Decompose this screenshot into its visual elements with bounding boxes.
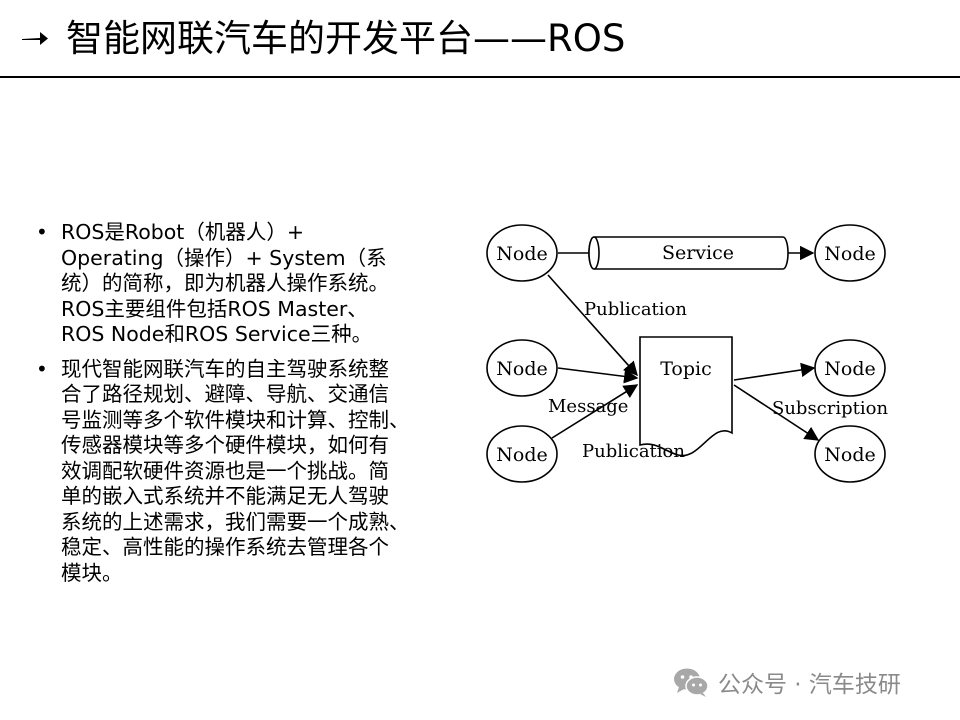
bullet-line: 号监测等多个软件模块和计算、控制、 bbox=[61, 407, 410, 432]
bullet-line: ROS Node和ROS Service三种。 bbox=[61, 322, 373, 346]
bullet-line: Operating（操作）+ System（系 bbox=[61, 245, 387, 270]
header: 智能网联汽车的开发平台——ROS bbox=[0, 0, 960, 78]
bullet-line: 现代智能网联汽车的自主驾驶系统整 bbox=[61, 356, 389, 381]
node-label: Node bbox=[824, 358, 875, 380]
bullet-line: 稳定、高性能的操作系统去管理各个 bbox=[61, 535, 389, 559]
bullet-line: ROS是Robot（机器人）+ bbox=[61, 220, 305, 244]
bullet-line: 合了路径规划、避障、导航、交通信 bbox=[61, 382, 389, 406]
message-arrow-middle bbox=[557, 367, 639, 384]
subscription-label: Subscription bbox=[772, 398, 888, 419]
publication-label-top: Publication bbox=[584, 299, 687, 320]
node-bottom-right: Node bbox=[814, 425, 886, 483]
page-title: 智能网联汽车的开发平台——ROS bbox=[66, 17, 626, 60]
publication-arrow-bottom bbox=[551, 384, 639, 439]
bullet-list: • ROS是Robot（机器人）+ Operating（操作）+ System（… bbox=[34, 220, 464, 595]
subscription-arrow-bottom bbox=[733, 384, 820, 441]
bullet-item-autonomous-system: • 现代智能网联汽车的自主驾驶系统整 合了路径规划、避障、导航、交通信 号监测等… bbox=[34, 357, 464, 587]
bullet-dot: • bbox=[36, 220, 48, 244]
node-label: Node bbox=[824, 444, 875, 466]
node-label: Node bbox=[496, 444, 547, 466]
node-label: Node bbox=[496, 243, 547, 265]
bullet-line: 系统的上述需求，我们需要一个成熟、 bbox=[61, 509, 410, 534]
header-divider bbox=[0, 76, 960, 78]
service-label: Service bbox=[662, 242, 734, 264]
node-label: Node bbox=[824, 243, 875, 265]
arrow-right-icon bbox=[22, 32, 48, 45]
publication-label-bottom: Publication bbox=[582, 441, 685, 462]
message-label: Message bbox=[548, 396, 628, 417]
watermark-text: 公众号 · 汽车技研 bbox=[718, 672, 901, 698]
topic-label: Topic bbox=[660, 358, 712, 380]
bullet-line: 模块。 bbox=[61, 560, 123, 585]
bullet-line: 效调配软硬件资源也是一个挑战。简 bbox=[61, 458, 389, 483]
bullet-line: 传感器模块等多个硬件模块，如何有 bbox=[61, 433, 389, 457]
bullet-dot: • bbox=[36, 356, 48, 381]
bullet-line: 统）的简称，即为机器人操作系统。 bbox=[61, 271, 389, 295]
publication-arrow-top bbox=[547, 274, 638, 377]
node-middle-right: Node bbox=[814, 339, 886, 397]
watermark: 公众号 · 汽车技研 bbox=[672, 662, 901, 702]
ros-architecture-diagram: Node Node Node Node Node Node Service To… bbox=[486, 224, 888, 483]
bullet-line: ROS主要组件包括ROS Master、 bbox=[61, 296, 368, 321]
node-top-left: Node bbox=[486, 224, 558, 282]
topic-document: Topic bbox=[639, 336, 733, 457]
subscription-arrow-top bbox=[733, 362, 816, 381]
bullet-line: 单的嵌入式系统并不能满足无人驾驶 bbox=[61, 484, 389, 508]
service-channel: Service bbox=[558, 236, 815, 270]
bullet-item-ros-definition: • ROS是Robot（机器人）+ Operating（操作）+ System（… bbox=[34, 220, 464, 348]
wechat-icon bbox=[674, 668, 709, 697]
node-middle-left: Node bbox=[486, 339, 558, 397]
node-bottom-left: Node bbox=[486, 425, 558, 483]
node-top-right: Node bbox=[814, 224, 886, 282]
node-label: Node bbox=[496, 358, 547, 380]
